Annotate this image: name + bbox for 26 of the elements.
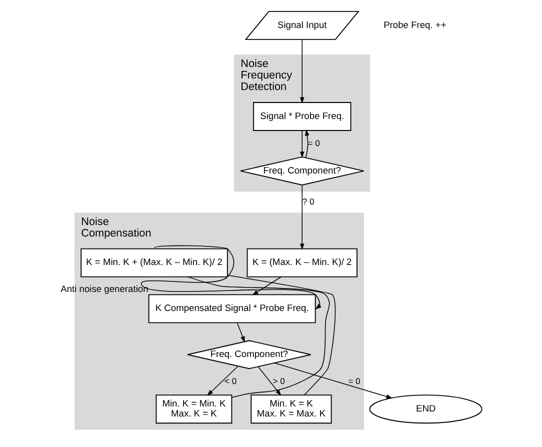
edge-label: > 0	[272, 376, 285, 386]
node-box: Min. K = Min. K Max. K = K	[156, 394, 232, 424]
arrow	[236, 322, 245, 343]
edge-label: ? 0	[302, 196, 314, 206]
arrow	[207, 366, 238, 396]
node-box: K = Min. K + (Max. K – Min. K)/ 2	[80, 248, 228, 278]
node-box: K = (Max. K – Min. K)/ 2	[246, 248, 358, 278]
node-diamond: Freq. Component?	[240, 156, 364, 186]
edge-label: = 0	[308, 138, 320, 148]
edge-label: = 0	[348, 376, 360, 386]
arrow	[300, 184, 304, 250]
arrow	[274, 362, 393, 399]
label: Probe Freq. ++	[384, 20, 446, 30]
node-box: Min. K = K Max. K = Max. K	[250, 394, 332, 424]
node-diamond: Freq. Component?	[187, 340, 312, 370]
edge-label: < 0	[224, 376, 237, 386]
arrow	[252, 276, 282, 296]
node-box: Signal * Probe Freq.	[253, 102, 352, 131]
arrow	[300, 130, 304, 158]
node-box: K Compensated Signal * Probe Freq.	[148, 294, 316, 324]
arrow	[140, 245, 322, 310]
connector	[227, 274, 336, 396]
node-label: Anti noise generation	[60, 284, 148, 294]
arrow	[300, 39, 304, 104]
arrow	[258, 366, 282, 396]
arrow	[305, 129, 310, 158]
